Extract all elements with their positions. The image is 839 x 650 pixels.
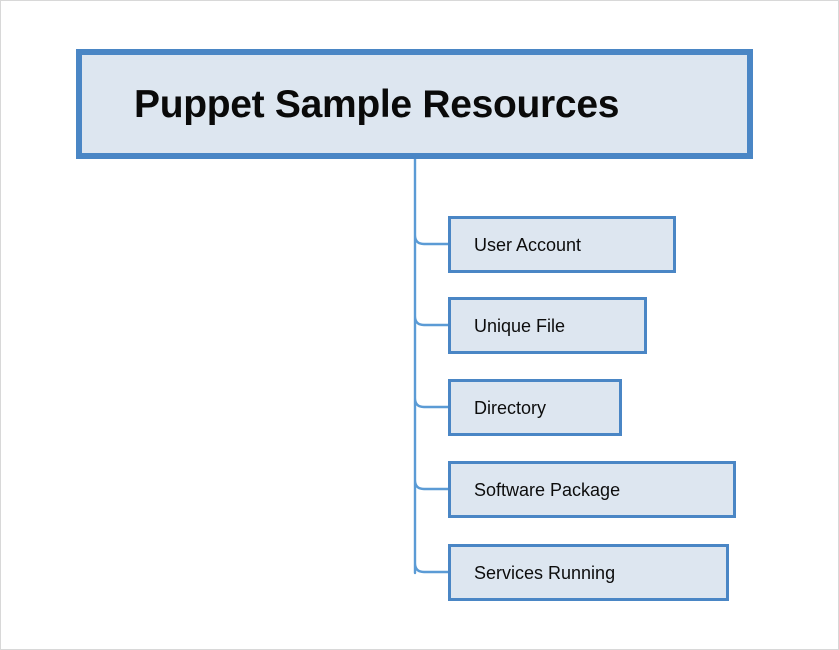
child-node-label: User Account xyxy=(474,234,582,255)
child-node-directory[interactable]: Directory xyxy=(448,379,622,436)
child-node-unique-file[interactable]: Unique File xyxy=(448,297,647,354)
child-node-services-running[interactable]: Services Running xyxy=(448,544,729,601)
tree-connector-path xyxy=(413,157,450,575)
child-node-label: Software Package xyxy=(474,479,621,500)
child-node-user-account[interactable]: User Account xyxy=(448,216,676,273)
child-node-label: Unique File xyxy=(474,315,566,336)
root-node-puppet-sample-resources[interactable]: Puppet Sample Resources xyxy=(76,49,753,159)
root-node-label: Puppet Sample Resources xyxy=(134,82,620,126)
child-node-label: Directory xyxy=(474,397,547,418)
child-node-software-package[interactable]: Software Package xyxy=(448,461,736,518)
child-node-label: Services Running xyxy=(474,562,616,583)
